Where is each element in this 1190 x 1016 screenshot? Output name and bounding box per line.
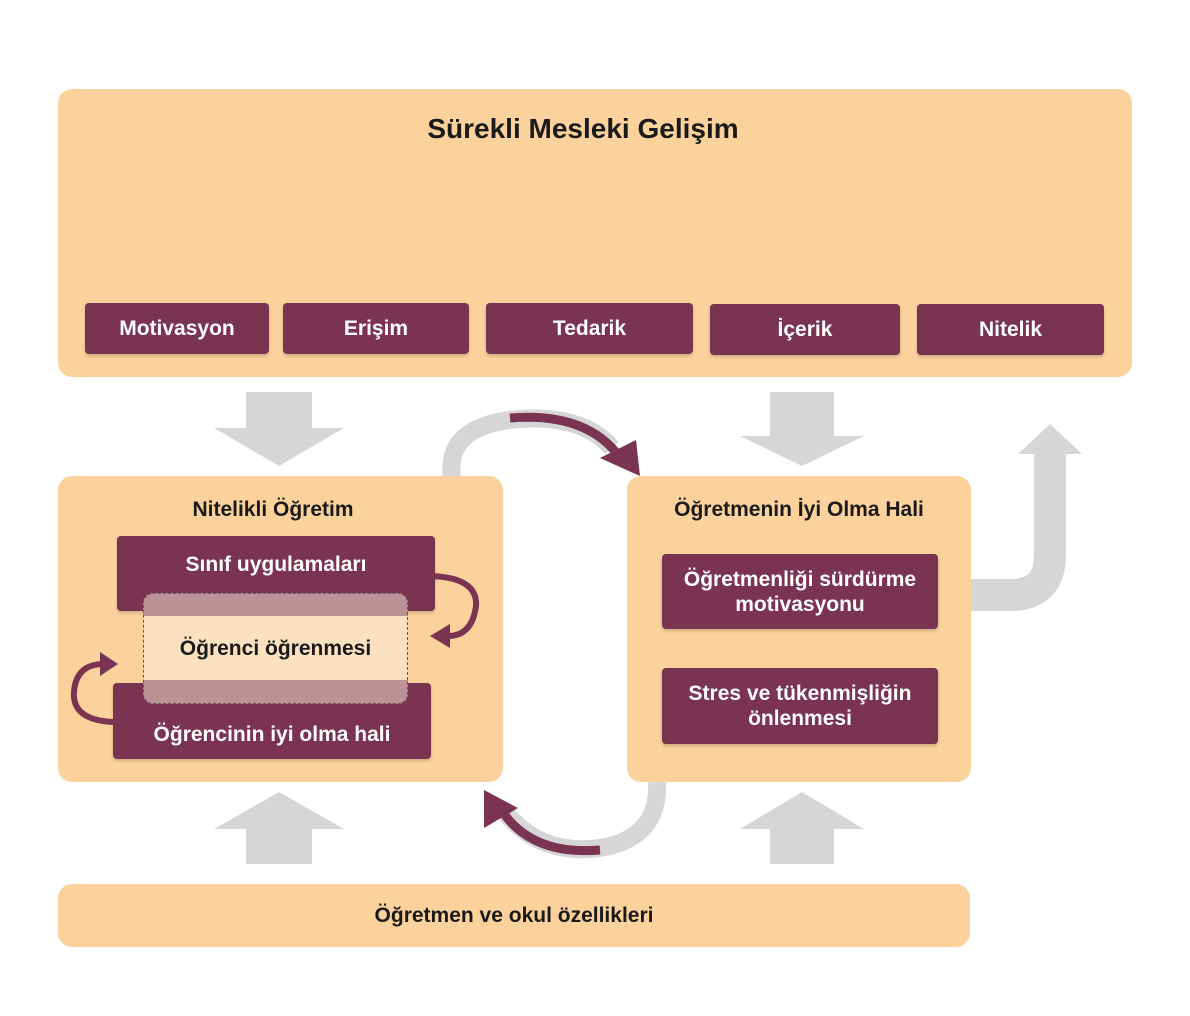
cpd-item-access: Erişim: [283, 303, 469, 354]
burnout-prevention-line2: önlenmesi: [748, 707, 852, 730]
student-learning-box: Öğrenci öğrenmesi: [143, 593, 408, 704]
burnout-prevention-box: Stres ve tükenmişliğin önlenmesi: [662, 668, 938, 744]
burnout-prevention-line1: Stres ve tükenmişliğin: [688, 682, 912, 705]
feedback-arrow-to-top: [970, 450, 1066, 611]
up-arrow-right: [740, 792, 864, 864]
teacher-school-characteristics-title: Öğretmen ve okul özellikleri: [374, 903, 654, 927]
teaching-motivation-line1: Öğretmenliği sürdürme: [683, 567, 917, 591]
cpd-item-content: İçerik: [710, 304, 900, 355]
cycle-arrow-top: [509, 412, 622, 458]
cycle-arrow-top-head: [600, 440, 640, 476]
practice-to-learning-arrow: [431, 573, 480, 639]
cpd-item-motivation: Motivasyon: [85, 303, 269, 354]
teacher-school-characteristics-box: Öğretmen ve okul özellikleri: [58, 884, 970, 947]
quality-teaching-title: Nitelikli Öğretim: [192, 498, 354, 521]
cpd-title: Sürekli Mesleki Gelişim: [427, 113, 739, 144]
teaching-motivation-box: Öğretmenliği sürdürme motivasyonu: [662, 554, 938, 629]
up-arrow-left: [214, 792, 344, 864]
down-arrow-left: [214, 392, 344, 466]
wellbeing-to-learning-arrow: [70, 661, 114, 725]
cpd-item-supply: Tedarik: [486, 303, 693, 354]
teaching-motivation-line2: motivasyonu: [735, 592, 865, 616]
cycle-arrow-bottom: [496, 805, 601, 856]
cpd-item-quality: Nitelik: [917, 304, 1104, 355]
down-arrow-right: [740, 392, 864, 466]
teacher-wellbeing-title: Öğretmenin İyi Olma Hali: [674, 498, 924, 521]
cycle-arrow-bottom-head: [484, 790, 518, 828]
